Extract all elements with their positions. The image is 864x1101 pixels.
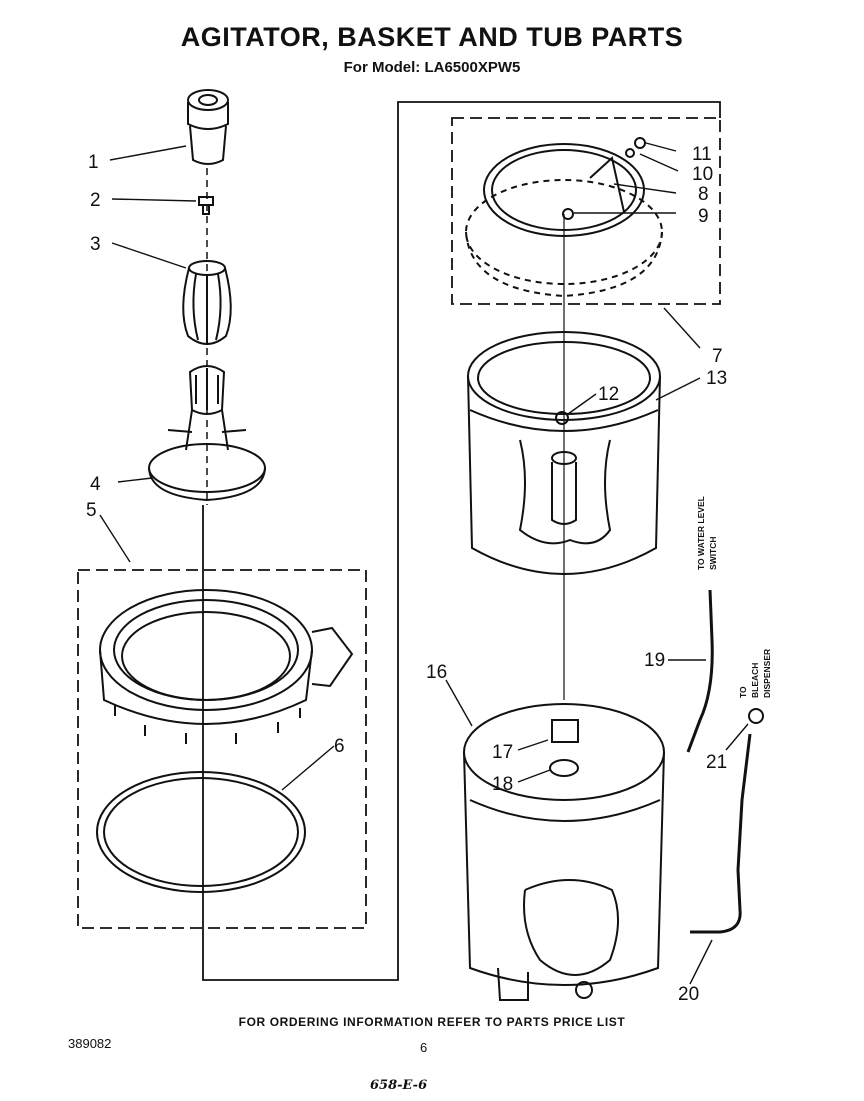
tub-ring-kit-box	[77, 569, 367, 929]
callout-1: 1	[88, 152, 99, 173]
callout-13: 13	[706, 368, 727, 389]
callout-11: 11	[692, 144, 712, 165]
water-level-label-line1: TO WATER LEVEL	[696, 496, 706, 570]
callout-12: 12	[598, 384, 619, 405]
callout-6: 6	[334, 736, 345, 757]
callout-2: 2	[90, 190, 101, 211]
tub-cover-part	[465, 143, 663, 298]
tub-fittings-part	[549, 719, 579, 777]
cover-small-parts	[625, 137, 646, 158]
model-subtitle: For Model: LA6500XPW5	[343, 59, 521, 76]
assembly-connector-line	[202, 101, 721, 981]
callout-17: 17	[492, 742, 513, 763]
agitator-bolt-part	[198, 196, 214, 215]
bleach-hose-part	[690, 733, 752, 934]
callout-16: 16	[426, 662, 447, 683]
water-level-hose-part	[686, 589, 714, 753]
callout-21: 21	[706, 752, 727, 773]
document-number: 389082	[68, 1036, 112, 1051]
callout-9: 9	[698, 206, 709, 227]
callout-5: 5	[86, 500, 97, 521]
agitator-skirt-part	[148, 365, 266, 502]
handwritten-note: 658-E-6	[370, 1078, 428, 1093]
callout-18: 18	[492, 774, 513, 795]
tub-seal-part	[96, 771, 306, 893]
tub-cover-kit-box	[451, 117, 721, 305]
bleach-label-line2: BLEACH	[750, 663, 760, 698]
page-title: AGITATOR, BASKET AND TUB PARTS	[180, 22, 684, 52]
bleach-label-line1: TO	[738, 686, 748, 698]
agitator-cap-part	[187, 89, 229, 165]
callout-20: 20	[678, 984, 699, 1005]
ordering-info-footer: FOR ORDERING INFORMATION REFER TO PARTS …	[238, 1015, 626, 1029]
outer-tub-part	[463, 703, 665, 1001]
agitator-barrel-part	[182, 260, 232, 345]
callout-8: 8	[698, 184, 709, 205]
water-level-label-line2: SWITCH	[708, 536, 718, 570]
callout-10: 10	[692, 164, 713, 185]
bleach-label-line3: DISPENSER	[762, 649, 772, 698]
callout-7: 7	[712, 346, 723, 367]
bleach-fitting-part	[748, 708, 764, 724]
callout-4: 4	[90, 474, 101, 495]
callout-19: 19	[644, 650, 665, 671]
page-number: 6	[420, 1040, 428, 1055]
callout-3: 3	[90, 234, 101, 255]
tub-ring-part	[99, 589, 354, 744]
leader-lines	[99, 142, 749, 985]
